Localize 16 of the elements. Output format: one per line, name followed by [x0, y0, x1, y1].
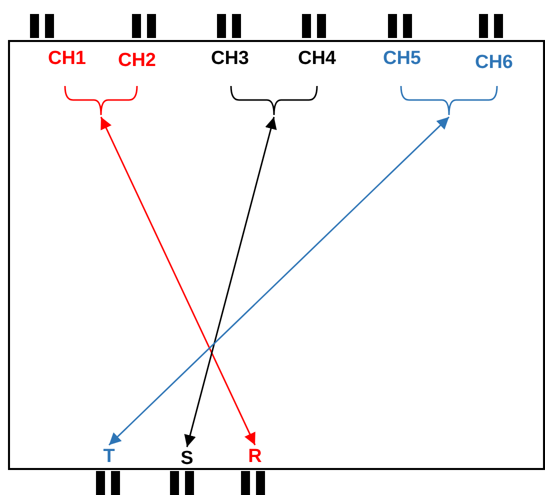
- channel-label: CH5: [377, 48, 427, 72]
- double-arrow: [108, 116, 450, 446]
- panel-box: [8, 40, 545, 470]
- curly-brace: [230, 86, 318, 116]
- curly-brace: [400, 86, 498, 116]
- channel-label: S: [175, 448, 199, 472]
- channel-label: CH6: [469, 52, 519, 76]
- channel-label: CH4: [292, 48, 342, 72]
- channel-label: CH2: [112, 50, 162, 74]
- channel-label: CH1: [42, 48, 92, 72]
- double-arrow: [100, 116, 256, 446]
- curly-brace: [64, 86, 138, 116]
- channel-label: R: [243, 446, 267, 470]
- double-arrow: [184, 116, 277, 448]
- channel-label: T: [97, 446, 121, 470]
- channel-label: CH3: [205, 48, 255, 72]
